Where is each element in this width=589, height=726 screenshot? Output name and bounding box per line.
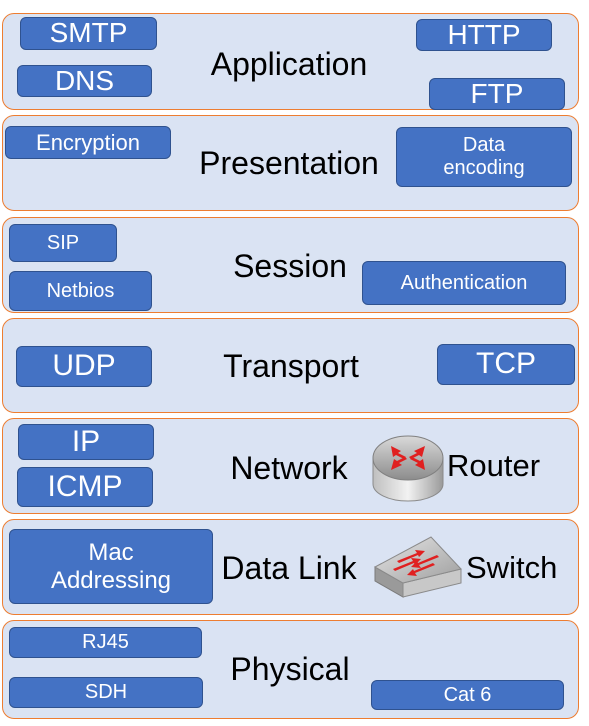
tag-http: HTTP: [416, 19, 552, 51]
tag-cat6: Cat 6: [371, 680, 564, 710]
tag-encryption: Encryption: [5, 126, 171, 159]
router-label: Router: [447, 448, 541, 483]
tag-dns: DNS: [17, 65, 152, 97]
switch-icon: [373, 536, 462, 598]
layer-title-network: Network: [230, 450, 348, 486]
router-icon: [372, 435, 444, 502]
tag-sdh: SDH: [9, 677, 203, 708]
layer-title-physical: Physical: [230, 651, 350, 687]
layer-title-presentation: Presentation: [199, 145, 379, 181]
layer-title-session: Session: [233, 248, 347, 284]
tag-udp: UDP: [16, 346, 152, 387]
tag-sip: SIP: [9, 224, 117, 262]
tag-tcp: TCP: [437, 344, 575, 385]
tag-smtp: SMTP: [20, 17, 157, 50]
tag-mac-addressing: Mac Addressing: [9, 529, 213, 604]
tag-authentication: Authentication: [362, 261, 566, 305]
layer-title-application: Application: [210, 46, 368, 82]
switch-label: Switch: [466, 550, 558, 585]
layer-title-datalink: Data Link: [221, 550, 357, 586]
tag-rj45: RJ45: [9, 627, 202, 658]
tag-ip: IP: [18, 424, 154, 460]
tag-ftp: FTP: [429, 78, 565, 110]
tag-icmp: ICMP: [17, 467, 153, 507]
layer-title-transport: Transport: [223, 348, 359, 384]
tag-data-encoding: Data encoding: [396, 127, 572, 187]
tag-netbios: Netbios: [9, 271, 152, 311]
